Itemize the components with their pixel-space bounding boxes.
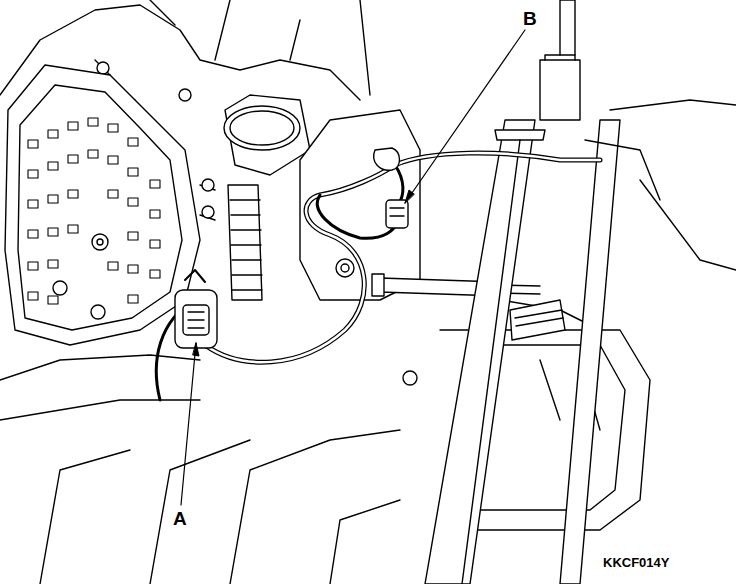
figure-code: KKCF014Y (601, 556, 671, 569)
callout-letter: B (521, 9, 539, 28)
callout-letter: A (171, 509, 189, 528)
